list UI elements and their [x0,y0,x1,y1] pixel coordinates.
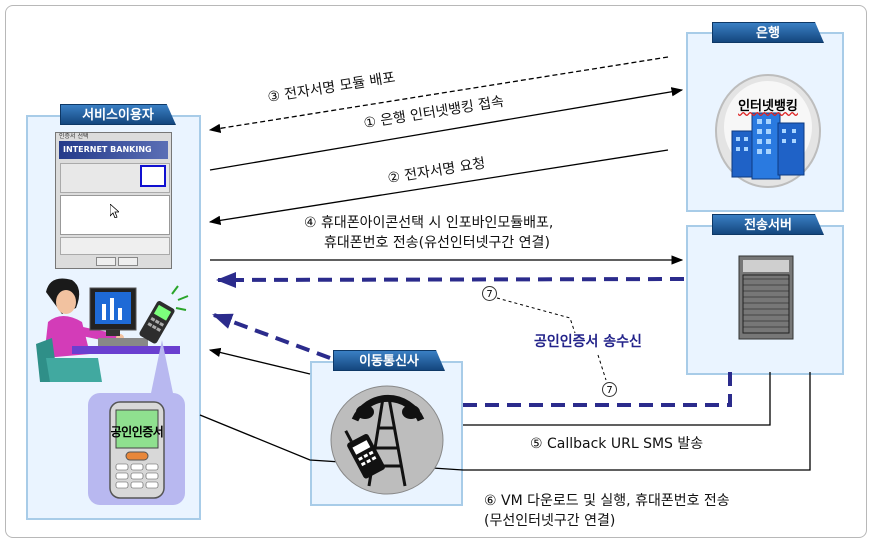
cursor-icon [109,203,121,219]
step7-marker-bottom: 7 [602,382,617,397]
phone-certificate-label: 공인인증서 [110,425,164,439]
step4-label-line1: ④ 휴대폰아이콘선택 시 인포바인모듈배포, [304,215,554,231]
step6-label-line2: (무선인터넷구간 연결) [484,513,616,529]
carrier-panel-title: 이동통신사 [333,350,445,371]
step4-label-line2: 휴대폰번호 전송(유선인터넷구간 연결) [324,235,550,251]
person-at-computer-icon [32,274,190,384]
step6-line [199,372,811,471]
step7-marker-top: 7 [482,286,497,301]
internet-banking-screen: 인증서 선택 INTERNET BANKING [55,132,172,269]
step1-arrow [209,87,684,171]
step7-pointer-lines [496,297,607,381]
step6-label-line1: ⑥ VM 다운로드 및 실행, 휴대폰번호 전송 [484,493,730,509]
server-rack-icon [738,255,794,340]
mobile-phone-icon: 공인인증서 [108,400,166,500]
user-panel-title: 서비스이용자 [60,104,176,125]
server-panel-title: 전송서버 [712,214,824,235]
step7-dashed-path [463,372,732,407]
step2-arrow [208,149,669,225]
bank-building-text: 인터넷뱅킹 [738,99,798,114]
diagram-frame [5,5,867,538]
step7-dashed-arrow-server [216,271,685,288]
step5-line [463,372,771,426]
callout-pointer [150,340,174,398]
step7-dashed-arrow-carrier [212,313,331,360]
step-carrier-arrow [208,347,311,375]
screen-selected-icon [140,165,166,187]
bank-building-icon: 인터넷뱅킹 [712,65,824,193]
antenna-tower-icon [325,378,447,498]
screen-window-title: 인증서 선택 [56,133,171,141]
step5-label: ⑤ Callback URL SMS 발송 [530,436,704,452]
screen-header: INTERNET BANKING [59,141,168,159]
step7-label: 공인인증서 송수신 [534,334,642,350]
step3-arrow [208,56,669,133]
bank-panel-title: 은행 [712,22,824,43]
